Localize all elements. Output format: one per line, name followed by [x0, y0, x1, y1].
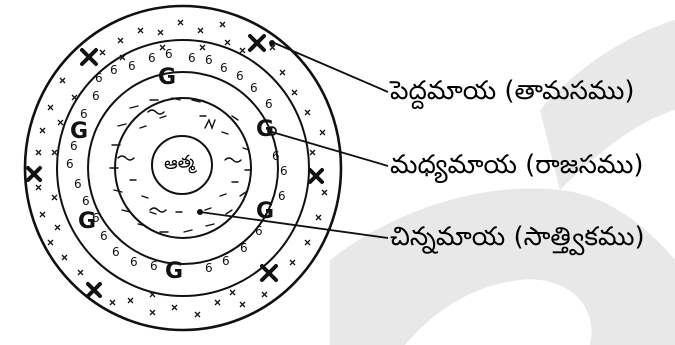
- svg-text:6: 6: [82, 194, 90, 208]
- leader-line-inner: [200, 212, 388, 238]
- svg-text:6: 6: [150, 259, 158, 273]
- svg-text:6: 6: [205, 53, 213, 67]
- label-middle-ring: మధ్యమాయ (రాజసము): [390, 150, 644, 180]
- leader-line-middle: [272, 132, 388, 166]
- label-outer-ring: పెద్దమాయ (తామసము): [390, 76, 635, 106]
- svg-text:6: 6: [74, 177, 82, 191]
- svg-text:6: 6: [128, 59, 136, 73]
- svg-text:6: 6: [100, 229, 108, 243]
- svg-text:6: 6: [280, 164, 288, 178]
- svg-text:6: 6: [250, 81, 258, 95]
- svg-text:6: 6: [265, 97, 273, 111]
- svg-text:G: G: [165, 259, 183, 284]
- svg-text:6: 6: [165, 47, 173, 61]
- svg-text:6: 6: [220, 61, 228, 75]
- svg-text:6: 6: [95, 71, 103, 85]
- svg-text:6: 6: [92, 89, 100, 103]
- svg-text:6: 6: [255, 224, 263, 238]
- svg-text:6: 6: [112, 245, 120, 259]
- svg-text:6: 6: [272, 149, 280, 163]
- center-label-atma: ఆత్మ: [163, 152, 195, 173]
- svg-text:6: 6: [240, 241, 248, 255]
- svg-text:6: 6: [236, 69, 244, 83]
- svg-text:6: 6: [222, 254, 230, 268]
- leader-line-outer: [272, 42, 388, 92]
- svg-text:6: 6: [205, 261, 213, 275]
- svg-text:G: G: [78, 209, 96, 234]
- label-inner-ring: చిన్నమాయ (సాత్త్వికము): [390, 222, 645, 252]
- svg-text:6: 6: [110, 63, 118, 77]
- svg-text:G: G: [256, 117, 274, 142]
- svg-text:6: 6: [148, 51, 156, 65]
- svg-text:6: 6: [188, 51, 196, 65]
- watermark: [330, 20, 675, 345]
- svg-text:G: G: [70, 119, 88, 144]
- svg-text:6: 6: [130, 255, 138, 269]
- svg-text:6: 6: [66, 157, 74, 171]
- svg-text:G: G: [158, 65, 176, 90]
- svg-text:6: 6: [278, 189, 286, 203]
